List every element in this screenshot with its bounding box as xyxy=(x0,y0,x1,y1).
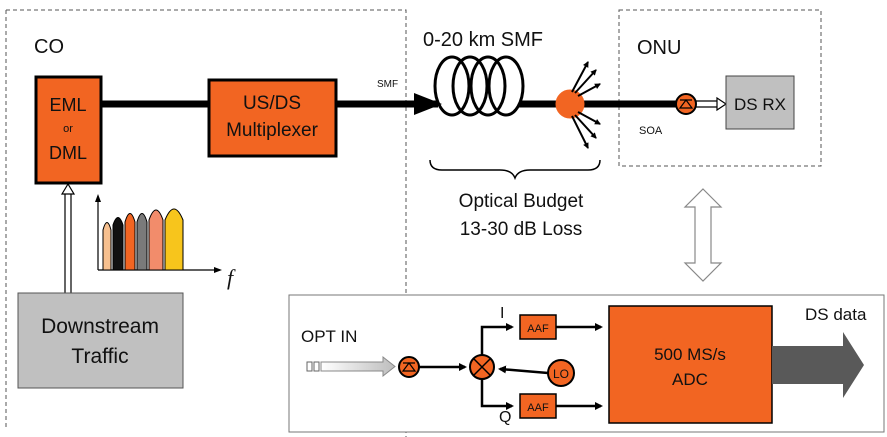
source-label-dml: DML xyxy=(49,143,87,163)
dsrx-label: DS RX xyxy=(734,95,786,114)
mixer-cross xyxy=(473,358,491,376)
downstream-box xyxy=(17,292,184,389)
onu-region-border xyxy=(618,9,822,167)
spectrum-channel-1 xyxy=(102,222,112,271)
q-path xyxy=(480,379,514,410)
i-label: I xyxy=(500,305,504,322)
spectrum-plot xyxy=(95,194,222,273)
opt-in-label: OPT IN xyxy=(301,327,357,346)
mux-label-line1: US/DS xyxy=(243,93,301,114)
dsrx-box xyxy=(725,75,795,130)
fiber-direction-arrow xyxy=(414,93,442,115)
input-connector-icon-2 xyxy=(313,361,320,372)
lo-to-mixer xyxy=(498,365,549,375)
mux-label-line2: Multiplexer xyxy=(226,120,319,141)
adc-label-line1: 500 MS/s xyxy=(654,345,726,364)
ds-data-arrow xyxy=(772,332,864,398)
budget-label-line1: Optical Budget xyxy=(459,191,584,212)
downstream-label-line2: Traffic xyxy=(71,345,128,368)
spectrum-channel-3 xyxy=(124,213,136,271)
receiver-detail-panel: OPT IN I AAF Q AAF LO 500 MS/s ADC xyxy=(288,294,885,433)
detector-icon xyxy=(398,356,420,378)
soa-label: SOA xyxy=(639,125,663,137)
aaf-q-box xyxy=(519,393,557,419)
opt-in-arrow xyxy=(320,355,396,378)
source-box xyxy=(34,75,103,185)
spectrum-channel-5 xyxy=(148,209,164,271)
adc-box xyxy=(608,305,773,424)
i-path xyxy=(480,323,514,355)
co-region-border xyxy=(5,9,407,437)
photodiode-symbol xyxy=(678,99,694,109)
soa-icon xyxy=(675,93,697,115)
splitter-icon xyxy=(555,89,585,119)
co-label: CO xyxy=(34,36,64,58)
onu-label: ONU xyxy=(637,37,681,59)
lo-label: LO xyxy=(553,367,569,381)
split-arrows-icon xyxy=(571,61,601,149)
spectrum-channel-6 xyxy=(164,208,184,271)
mux-box xyxy=(207,78,338,158)
spectrum-axis-label: f xyxy=(227,265,236,290)
budget-label-line2: 13-30 dB Loss xyxy=(460,219,583,240)
zoom-double-arrow xyxy=(683,188,723,282)
ds-data-label: DS data xyxy=(805,305,867,324)
adc-label-line2: ADC xyxy=(672,370,708,389)
q-label: Q xyxy=(499,409,511,426)
spectrum-channel-4 xyxy=(136,213,148,271)
fiber-coil-icon xyxy=(433,55,525,117)
downstream-label-line1: Downstream xyxy=(41,315,159,338)
source-label-eml: EML xyxy=(49,95,86,115)
dsrx-link-arrow xyxy=(716,96,728,112)
smf-small-label: SMF xyxy=(377,79,398,90)
source-label-or: or xyxy=(63,123,73,135)
traffic-up-arrow-head xyxy=(60,182,76,195)
budget-brace xyxy=(429,159,601,181)
aaf-q-label: AAF xyxy=(527,402,549,414)
fiber-span-label: 0-20 km SMF xyxy=(423,29,543,51)
detector-symbol xyxy=(401,362,417,372)
aaf-i-label: AAF xyxy=(527,323,549,335)
spectrum-channel-2 xyxy=(112,217,124,271)
input-connector-icon xyxy=(306,361,313,372)
